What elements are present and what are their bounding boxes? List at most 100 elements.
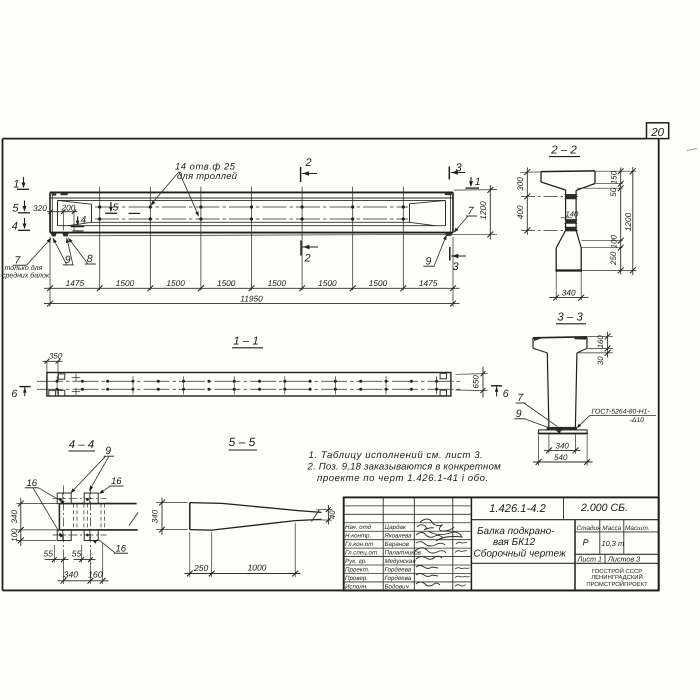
svg-text:55: 55 bbox=[44, 548, 54, 558]
svg-text:340: 340 bbox=[64, 570, 79, 580]
svg-text:250: 250 bbox=[609, 251, 618, 266]
svg-text:Сборочный чертеж: Сборочный чертеж bbox=[474, 549, 568, 560]
svg-text:300: 300 bbox=[516, 177, 525, 191]
svg-text:5 – 5: 5 – 5 bbox=[229, 435, 256, 449]
svg-text:Провер.: Провер. bbox=[345, 575, 368, 582]
svg-text:ГОСТ-5264-80-Н1-: ГОСТ-5264-80-Н1- bbox=[592, 409, 651, 416]
svg-text:Листов 3: Листов 3 bbox=[607, 554, 640, 563]
svg-text:средних балок: средних балок bbox=[2, 271, 50, 279]
svg-text:160: 160 bbox=[596, 335, 605, 349]
svg-text:40: 40 bbox=[328, 510, 337, 519]
svg-text:1000: 1000 bbox=[248, 562, 267, 572]
svg-text:1: 1 bbox=[13, 179, 19, 191]
svg-text:Палатников: Палатников bbox=[385, 550, 422, 557]
svg-text:8: 8 bbox=[87, 253, 93, 265]
svg-text:1500: 1500 bbox=[217, 278, 236, 288]
svg-text:2.000 СБ.: 2.000 СБ. bbox=[580, 502, 628, 514]
svg-text:ЛЕНИНГРАДСКИЙ: ЛЕНИНГРАДСКИЙ bbox=[591, 573, 643, 581]
svg-text:30: 30 bbox=[596, 356, 605, 365]
svg-text:16: 16 bbox=[111, 476, 122, 487]
svg-text:для троллей: для троллей bbox=[177, 170, 238, 181]
svg-text:250: 250 bbox=[193, 563, 208, 573]
svg-text:3 – 3: 3 – 3 bbox=[557, 312, 583, 324]
svg-text:5: 5 bbox=[12, 202, 19, 214]
svg-text:Балка подкрано-: Балка подкрано- bbox=[477, 526, 555, 537]
svg-text:1. Таблицу исполнений см. лис: 1. Таблицу исполнений см. лист 3. bbox=[309, 450, 484, 461]
svg-text:Лист 1: Лист 1 bbox=[577, 554, 603, 563]
svg-text:1500: 1500 bbox=[166, 278, 185, 288]
svg-text:55: 55 bbox=[72, 548, 82, 558]
svg-text:Исполн.: Исполн. bbox=[345, 583, 368, 590]
svg-text:100: 100 bbox=[609, 234, 618, 248]
svg-text:Яковлева: Яковлева bbox=[384, 533, 413, 540]
svg-text:14 отв.ф 25: 14 отв.ф 25 bbox=[175, 160, 236, 171]
svg-text:3: 3 bbox=[453, 261, 460, 273]
svg-text:Стадия: Стадия bbox=[577, 525, 602, 532]
svg-text:9: 9 bbox=[426, 255, 432, 267]
svg-text:11950: 11950 bbox=[240, 294, 263, 304]
svg-text:2 – 2: 2 – 2 bbox=[550, 144, 577, 156]
svg-text:1: 1 bbox=[475, 176, 481, 188]
svg-text:Баранов: Баранов bbox=[385, 541, 410, 548]
svg-text:9: 9 bbox=[105, 445, 111, 457]
svg-text:6: 6 bbox=[503, 388, 509, 400]
svg-text:Рук. гр.: Рук. гр. bbox=[345, 558, 367, 565]
svg-text:Медунская: Медунская bbox=[385, 558, 417, 565]
svg-text:16: 16 bbox=[27, 478, 38, 489]
svg-text:9: 9 bbox=[516, 408, 522, 420]
svg-text:1200: 1200 bbox=[623, 212, 633, 231]
svg-text:340: 340 bbox=[151, 509, 160, 523]
svg-text:9: 9 bbox=[65, 254, 71, 266]
svg-text:1475: 1475 bbox=[419, 278, 438, 288]
svg-text:Гл.кон.от: Гл.кон.от bbox=[345, 541, 373, 548]
svg-text:200: 200 bbox=[61, 203, 76, 213]
svg-text:4: 4 bbox=[12, 220, 18, 232]
svg-text:вая БК12: вая БК12 bbox=[493, 537, 536, 548]
svg-text:Гл.спец.от: Гл.спец.от bbox=[345, 550, 377, 557]
svg-text:140: 140 bbox=[566, 209, 579, 218]
svg-text:16: 16 bbox=[116, 543, 127, 554]
svg-text:Н.контр.: Н.контр. bbox=[345, 533, 371, 540]
svg-text:проекте по черт 1.426.1-41 і о: проекте по черт 1.426.1-41 і обо. bbox=[317, 473, 489, 484]
svg-text:6: 6 bbox=[12, 388, 18, 400]
svg-text:400: 400 bbox=[516, 205, 525, 219]
svg-text:1500: 1500 bbox=[116, 278, 135, 288]
svg-text:только для: только для bbox=[5, 264, 43, 272]
svg-text:2: 2 bbox=[304, 253, 311, 265]
svg-text:320: 320 bbox=[33, 203, 47, 213]
svg-text:1500: 1500 bbox=[318, 278, 337, 288]
svg-text:350: 350 bbox=[49, 352, 63, 361]
svg-text:1475: 1475 bbox=[66, 278, 85, 288]
svg-text:10,3 т: 10,3 т bbox=[602, 539, 625, 548]
svg-text:540: 540 bbox=[554, 453, 568, 462]
svg-text:50: 50 bbox=[609, 187, 618, 196]
svg-text:1500: 1500 bbox=[369, 278, 388, 288]
svg-text:7: 7 bbox=[517, 392, 524, 404]
svg-text:Гордеева: Гордеева bbox=[385, 575, 412, 582]
svg-text:Р: Р bbox=[582, 538, 588, 548]
svg-text:-Δ10: -Δ10 bbox=[630, 417, 645, 424]
svg-text:150: 150 bbox=[609, 170, 618, 184]
svg-text:2: 2 bbox=[305, 157, 312, 169]
svg-text:650: 650 bbox=[472, 375, 481, 389]
svg-text:2. Поз. 9,18 заказываются в ко: 2. Поз. 9,18 заказываются в конкретном bbox=[307, 461, 502, 472]
svg-text:Нач. отд: Нач. отд bbox=[345, 524, 372, 531]
svg-text:4 – 4: 4 – 4 bbox=[69, 439, 95, 451]
svg-text:160: 160 bbox=[88, 570, 103, 580]
svg-text:7: 7 bbox=[468, 205, 475, 217]
svg-text:340: 340 bbox=[556, 441, 570, 450]
svg-text:20: 20 bbox=[650, 127, 664, 139]
svg-text:Цардак: Цардак bbox=[385, 524, 407, 531]
svg-text:1 – 1: 1 – 1 bbox=[233, 336, 259, 348]
svg-text:1.426.1-4.2: 1.426.1-4.2 bbox=[489, 503, 546, 515]
svg-text:ГОССТРОЙ СССР: ГОССТРОЙ СССР bbox=[592, 567, 642, 575]
svg-text:Бодович: Бодович bbox=[385, 583, 410, 590]
svg-text:100: 100 bbox=[10, 528, 19, 542]
svg-text:4: 4 bbox=[81, 215, 87, 226]
svg-text:Проект.: Проект. bbox=[345, 566, 370, 573]
svg-text:Гордеева: Гордеева bbox=[385, 566, 412, 573]
svg-text:Масса: Масса bbox=[602, 525, 621, 532]
svg-text:1200: 1200 bbox=[478, 201, 488, 220]
svg-text:340: 340 bbox=[10, 509, 19, 523]
svg-text:Масшт.: Масшт. bbox=[625, 525, 649, 532]
